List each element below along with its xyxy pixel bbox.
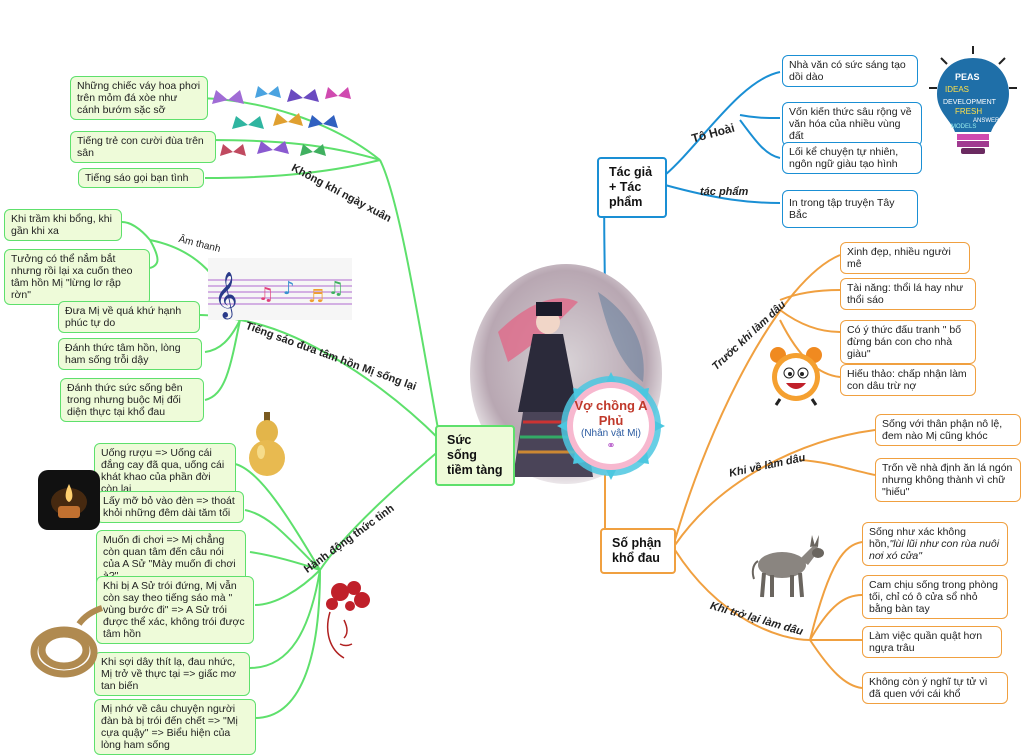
music-notes-icon: 𝄞 ♫ ♪ ♬ ♫ (208, 258, 352, 320)
bulb-word-1: PEAS (955, 72, 980, 82)
node-qua-khu[interactable]: Đưa Mị về quá khứ hạnh phúc tự do (58, 301, 200, 333)
node-hieu-thao[interactable]: Hiếu thảo: chấp nhận làm con dâu trừ nợ (840, 364, 976, 396)
node-nam-bat[interactable]: Tưởng có thể nắm bắt nhưng rồi lại xa cu… (4, 249, 150, 305)
woman-sketch-icon (326, 581, 370, 659)
center-starburst (557, 372, 665, 480)
svg-text:♪: ♪ (283, 278, 295, 299)
bulb-word-5: ANSWER (973, 118, 1000, 124)
main-node-tac-gia[interactable]: Tác giả + Tác phẩm (597, 157, 667, 218)
bulb-word-6: MODELS (951, 124, 976, 130)
bulb-word-2: IDEAS (945, 85, 969, 94)
node-suc-song-ben-trong[interactable]: Đánh thức sức sống bên trong nhưng buộc … (60, 378, 204, 422)
node-no-le[interactable]: Sống với thân phận nô lệ, đem nào Mị cũn… (875, 414, 1021, 446)
node-sang-tao[interactable]: Nhà văn có sức sáng tạo dồi dào (782, 55, 918, 87)
node-mo-den[interactable]: Lấy mỡ bỏ vào đèn => thoát khỏi những đê… (96, 491, 244, 523)
node-tram-bong[interactable]: Khi trầm khi bổng, khi gần khi xa (4, 209, 122, 241)
node-phong-toi[interactable]: Cam chịu sống trong phòng tối, chỉ có ô … (862, 575, 1008, 619)
node-xac-khong-hon-text: Sống như xác không hồn, (869, 526, 966, 550)
node-troi-dung[interactable]: Khi bị A Sử trói đứng, Mị vẫn còn say th… (96, 576, 254, 644)
link-icon: ⚭ (606, 440, 616, 452)
node-ke-chuyen[interactable]: Lối kể chuyện tự nhiên, ngôn ngữ giàu tạ… (782, 142, 922, 174)
node-tieng-sao-goi[interactable]: Tiếng sáo gọi bạn tình (78, 168, 204, 188)
node-vay-hoa[interactable]: Những chiếc váy hoa phơi trên mỏm đá xòe… (70, 76, 208, 120)
node-xinh-dep[interactable]: Xinh đẹp, nhiều người mê (840, 242, 970, 274)
alarm-clock-icon (770, 347, 822, 406)
svg-text:𝄞: 𝄞 (214, 272, 238, 320)
rope-icon (30, 605, 103, 678)
center-title: Vợ chồng A Phủ (Nhân vật Mị) ⚭ (562, 398, 660, 452)
center-title-text: Vợ chồng A Phủ (574, 398, 648, 428)
node-tre-con[interactable]: Tiếng trẻ con cười đùa trên sân (70, 131, 216, 163)
node-tay-bac[interactable]: In trong tập truyện Tây Bắc (782, 190, 918, 228)
bulb-word-4: FRESH (955, 107, 982, 116)
node-tam-hon[interactable]: Đánh thức tâm hồn, lòng ham sống trỗi dậ… (58, 338, 202, 370)
svg-text:♫: ♫ (328, 278, 344, 299)
node-soi-day[interactable]: Khi sợi dây thít lạ, đau nhức, Mị trở về… (94, 652, 250, 696)
svg-text:♬: ♬ (308, 286, 324, 307)
main-node-so-phan-label: Số phận khổ đau (612, 536, 662, 565)
node-xac-khong-hon-quote: "lùi lũi như con rùa nuôi nơi xó cửa" (869, 538, 1000, 562)
main-node-suc-song-label: Sức sống tiềm tàng (447, 433, 503, 477)
node-uong-ruou[interactable]: Uống rượu => Uống cái đắng cay đã qua, u… (94, 443, 236, 499)
node-dau-tranh[interactable]: Có ý thức đấu tranh " bố đừng bán con ch… (840, 320, 976, 364)
node-xac-khong-hon[interactable]: Sống như xác không hồn,"lùi lũi như con … (862, 522, 1008, 566)
node-kien-thuc[interactable]: Vốn kiến thức sâu rộng về văn hóa của nh… (782, 102, 922, 146)
center-subtitle: (Nhân vật Mị) (580, 428, 641, 439)
node-tai-nang[interactable]: Tài năng: thổi lá hay như thổi sáo (840, 278, 976, 310)
node-la-ngon[interactable]: Trốn về nhà định ăn lá ngón nhưng không … (875, 458, 1021, 502)
bulb-word-3: DEVELOPMENT (943, 99, 997, 106)
node-ngua-trau[interactable]: Làm việc quần quật hơn ngựa trâu (862, 626, 1002, 658)
node-tu-tu[interactable]: Không còn ý nghĩ tự tử vì đã quen với cá… (862, 672, 1008, 704)
main-node-tac-gia-label: Tác giả + Tác phẩm (609, 165, 653, 209)
svg-text:♫: ♫ (258, 284, 274, 305)
lightbulb-icon: PEAS IDEAS DEVELOPMENT FRESH ANSWER MODE… (929, 46, 1017, 154)
main-node-suc-song[interactable]: Sức sống tiềm tàng (435, 425, 515, 486)
node-nguoi-dan-ba[interactable]: Mị nhớ về câu chuyện người đàn bà bị tró… (94, 699, 256, 755)
branch-tac-pham: tác phẩm (700, 186, 749, 198)
butterflies-icon (212, 86, 351, 156)
candle-icon (38, 470, 100, 530)
gourd-icon (249, 412, 285, 476)
donkey-icon (751, 535, 824, 598)
main-node-so-phan[interactable]: Số phận khổ đau (600, 528, 676, 574)
